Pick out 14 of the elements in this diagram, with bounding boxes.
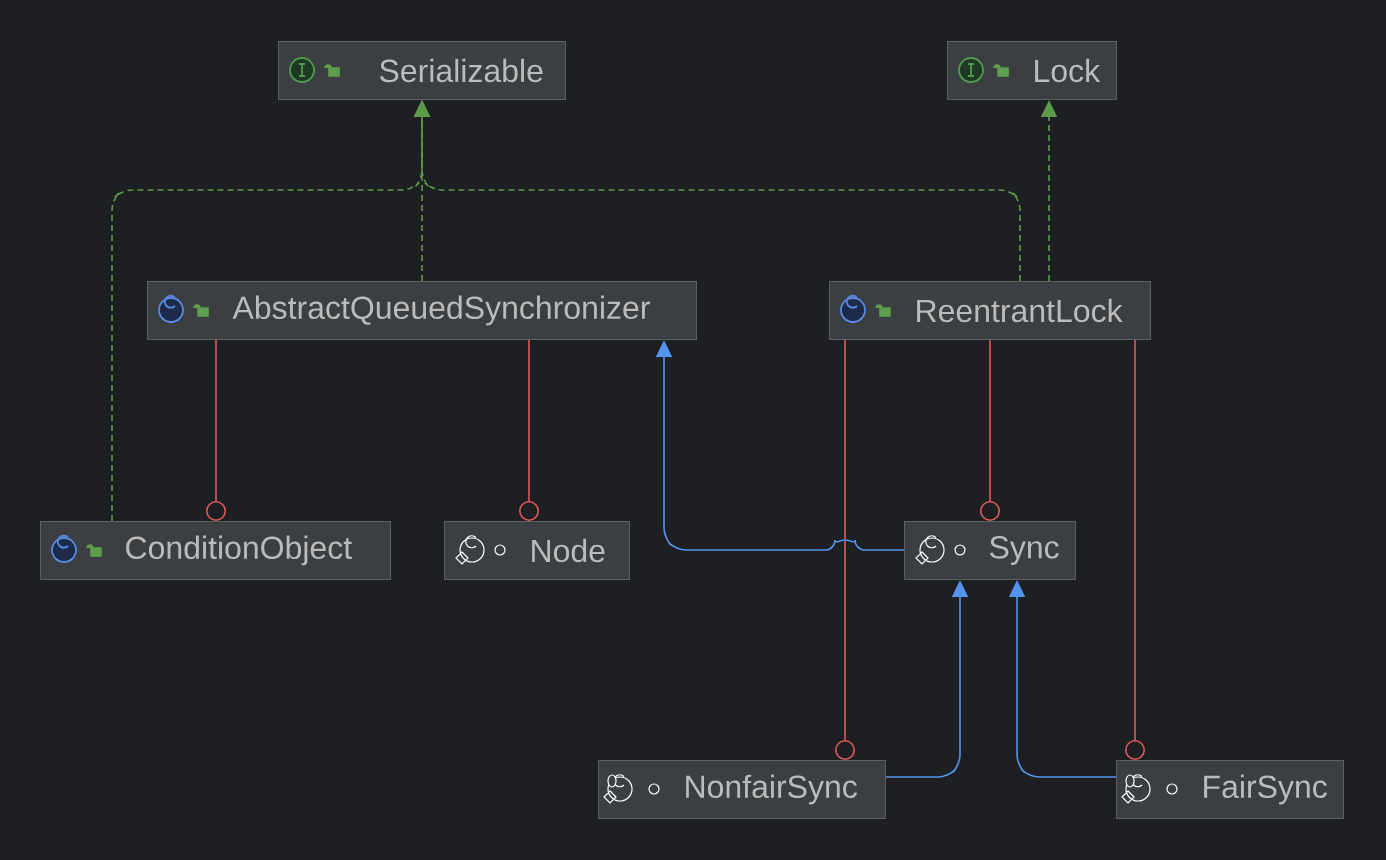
arrow — [519, 339, 539, 521]
arrow — [980, 339, 1000, 521]
class-box: Lock — [947, 41, 1117, 100]
arrow — [206, 339, 226, 521]
class-box: FairSync — [1116, 760, 1344, 819]
class-box: Serializable — [278, 41, 566, 100]
class-box: ConditionObject — [40, 521, 391, 580]
arrow — [1125, 339, 1145, 760]
class-box: ReentrantLock — [829, 281, 1151, 340]
class-box: Node — [444, 521, 630, 580]
class-box: Sync — [904, 521, 1076, 580]
arrow — [835, 339, 855, 760]
class-box: AbstractQueuedSynchronizer — [147, 281, 697, 340]
class-box: NonfairSync — [598, 760, 886, 819]
